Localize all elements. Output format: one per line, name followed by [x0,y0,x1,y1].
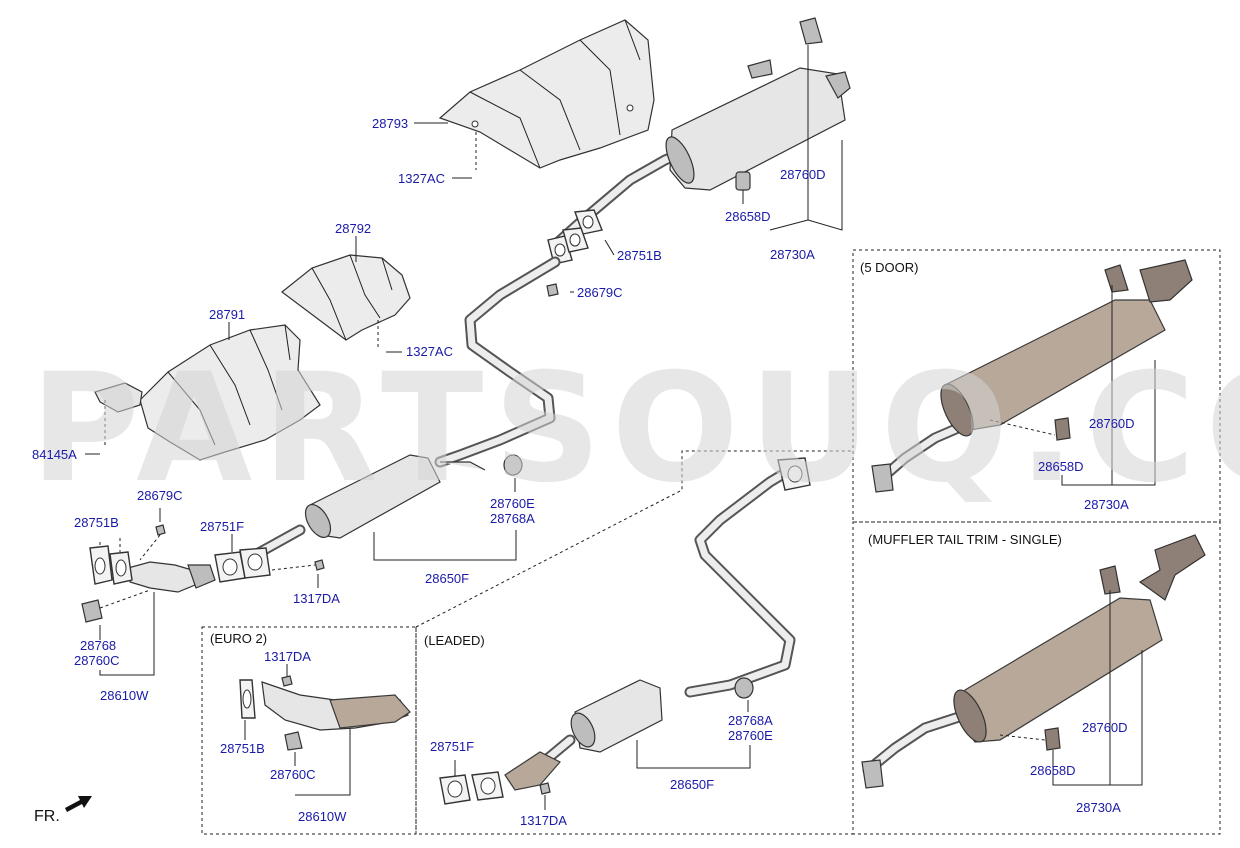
front-pipe-28610w[interactable] [81,524,325,623]
label-28610w-main[interactable]: 28610W [100,688,149,703]
label-28751b-euro[interactable]: 28751B [220,741,265,756]
euro2-assembly[interactable] [239,675,411,751]
label-28768a-leaded[interactable]: 28768A [728,713,773,728]
label-28751f-main[interactable]: 28751F [200,519,244,534]
label-28792[interactable]: 28792 [335,221,371,236]
frame-5-door [852,249,1221,523]
watermark: PARTSOUQ.COM [30,342,1240,516]
label-28650f-main[interactable]: 28650F [425,571,469,586]
label-1327ac-mid[interactable]: 1327AC [406,344,453,359]
nut-28679c-upper[interactable] [546,283,559,297]
label-28751b-main[interactable]: 28751B [617,248,662,263]
label-28760d-single[interactable]: 28760D [1082,720,1128,735]
label-1317da-main[interactable]: 1317DA [293,591,340,606]
label-28760e-main[interactable]: 28760E [490,496,535,511]
label-28730a-single[interactable]: 28730A [1076,800,1121,815]
label-28760c-euro[interactable]: 28760C [270,767,316,782]
muffler-tail-trim-single[interactable] [861,534,1206,789]
label-28768-left[interactable]: 28768 [80,638,116,653]
label-28751b-left[interactable]: 28751B [74,515,119,530]
label-28760c-left[interactable]: 28760C [74,653,120,668]
label-28793[interactable]: 28793 [372,116,408,131]
section-title-leaded: (LEADED) [424,633,485,648]
heat-shield-28791[interactable] [94,324,321,461]
frame-leaded [415,627,853,835]
label-28760e-leaded[interactable]: 28760E [728,728,773,743]
front-arrow-icon [65,796,92,812]
label-28751f-leaded[interactable]: 28751F [430,739,474,754]
label-1327ac-top[interactable]: 1327AC [398,171,445,186]
section-title-euro-2: (EURO 2) [210,631,267,646]
center-muffler-28650f[interactable] [249,256,561,561]
frame-euro-2 [201,626,417,835]
label-28658d-5door[interactable]: 28658D [1038,459,1084,474]
label-28730a-main[interactable]: 28730A [770,247,815,262]
label-28730a-5door[interactable]: 28730A [1084,497,1129,512]
label-28791[interactable]: 28791 [209,307,245,322]
rear-muffler-main[interactable] [549,17,851,251]
frame-muffler-tail-trim [852,521,1221,835]
front-direction-indicator: FR. [34,796,92,825]
label-28768a-main[interactable]: 28768A [490,511,535,526]
label-28679c-main[interactable]: 28679C [577,285,623,300]
section-frames [201,249,1221,835]
label-28658d-main[interactable]: 28658D [725,209,771,224]
label-1317da-euro[interactable]: 1317DA [264,649,311,664]
leaded-assembly[interactable] [439,457,811,805]
label-28679c-left[interactable]: 28679C [137,488,183,503]
front-direction-label: FR. [34,808,60,825]
frame-leaded-callout [415,450,853,628]
heat-shield-28792[interactable] [281,254,411,341]
section-title-5-door: (5 DOOR) [860,260,919,275]
section-title-muffler-tail-trim: (MUFFLER TAIL TRIM - SINGLE) [868,532,1062,547]
label-28760d-5door[interactable]: 28760D [1089,416,1135,431]
label-84145a[interactable]: 84145A [32,447,77,462]
leader-lines [85,45,1156,810]
heat-shield-28793[interactable] [438,19,655,169]
gasket-28751b-upper[interactable] [574,209,603,235]
label-28760d-main[interactable]: 28760D [780,167,826,182]
label-28610w-euro[interactable]: 28610W [298,809,347,824]
label-1317da-leaded[interactable]: 1317DA [520,813,567,828]
label-28658d-single[interactable]: 28658D [1030,763,1076,778]
label-28650f-leaded[interactable]: 28650F [670,777,714,792]
part-labels: 28793 1327AC 28792 28791 1327AC 84145A 2… [32,116,1135,828]
muffler-5-door[interactable] [871,259,1193,493]
